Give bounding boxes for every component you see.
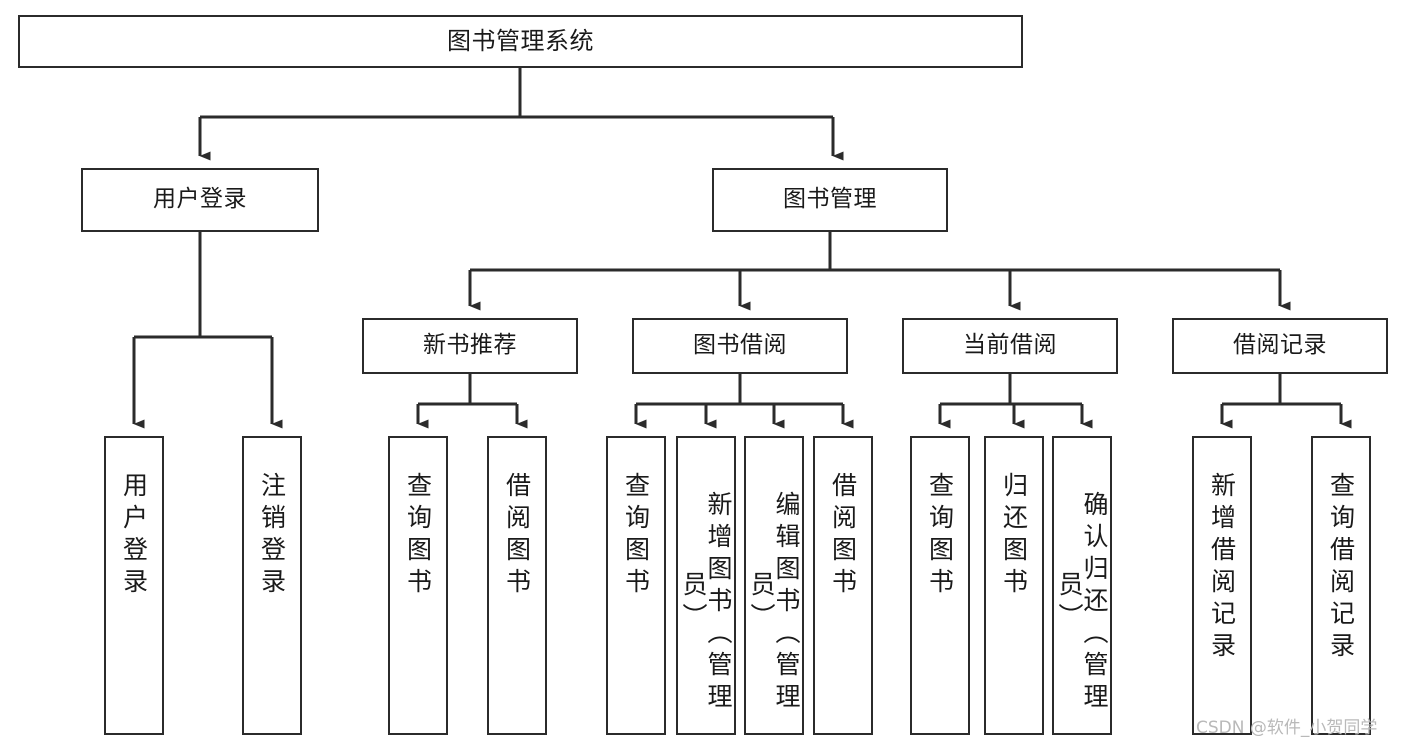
node-leaf-user-login[interactable]: 用户登录: [104, 436, 164, 735]
node-leaf-logout[interactable]: 注销登录: [242, 436, 302, 735]
node-leaf-query-book-2[interactable]: 查询图书: [606, 436, 666, 735]
node-root[interactable]: 图书管理系统: [18, 15, 1023, 68]
node-label: 注销登录: [257, 472, 287, 600]
node-leaf-query-book-1[interactable]: 查询图书: [388, 436, 448, 735]
node-label: 查询图书: [403, 472, 433, 600]
node-label: 确认归还（管理员）: [1055, 490, 1109, 715]
node-label: 新增借阅记录: [1207, 472, 1237, 664]
node-label: 用户登录: [119, 472, 149, 600]
node-leaf-edit-book[interactable]: 编辑图书（管理员）: [744, 436, 804, 735]
node-user-login[interactable]: 用户登录: [81, 168, 319, 232]
node-leaf-query-book-3[interactable]: 查询图书: [910, 436, 970, 735]
node-book-management[interactable]: 图书管理: [712, 168, 948, 232]
node-leaf-borrow-book-2[interactable]: 借阅图书: [813, 436, 873, 735]
node-leaf-add-record[interactable]: 新增借阅记录: [1192, 436, 1252, 735]
node-label: 查询图书: [621, 472, 651, 600]
node-label: 当前借阅: [963, 332, 1057, 359]
node-label: 用户登录: [153, 186, 247, 213]
node-leaf-add-book[interactable]: 新增图书（管理员）: [676, 436, 736, 735]
node-label: 借阅图书: [502, 472, 532, 600]
node-label: 图书管理系统: [447, 27, 594, 56]
node-new-book-recommend[interactable]: 新书推荐: [362, 318, 578, 374]
node-label: 图书管理: [783, 186, 877, 213]
csdn-watermark: CSDN @软件_小贺同学: [1196, 718, 1378, 738]
node-label: 查询图书: [925, 472, 955, 600]
node-leaf-return-book[interactable]: 归还图书: [984, 436, 1044, 735]
node-label: 归还图书: [999, 472, 1029, 600]
node-label: 新增图书（管理员）: [679, 490, 733, 715]
node-leaf-borrow-book-1[interactable]: 借阅图书: [487, 436, 547, 735]
node-leaf-confirm-return[interactable]: 确认归还（管理员）: [1052, 436, 1112, 735]
node-label: 借阅记录: [1233, 332, 1327, 359]
node-borrow-records[interactable]: 借阅记录: [1172, 318, 1388, 374]
node-label: 查询借阅记录: [1326, 472, 1356, 664]
node-label: 新书推荐: [423, 332, 517, 359]
node-label: 借阅图书: [828, 472, 858, 600]
node-leaf-query-record[interactable]: 查询借阅记录: [1311, 436, 1371, 735]
node-label: 图书借阅: [693, 332, 787, 359]
node-book-borrow[interactable]: 图书借阅: [632, 318, 848, 374]
node-label: 编辑图书（管理员）: [747, 490, 801, 715]
node-current-borrow[interactable]: 当前借阅: [902, 318, 1118, 374]
